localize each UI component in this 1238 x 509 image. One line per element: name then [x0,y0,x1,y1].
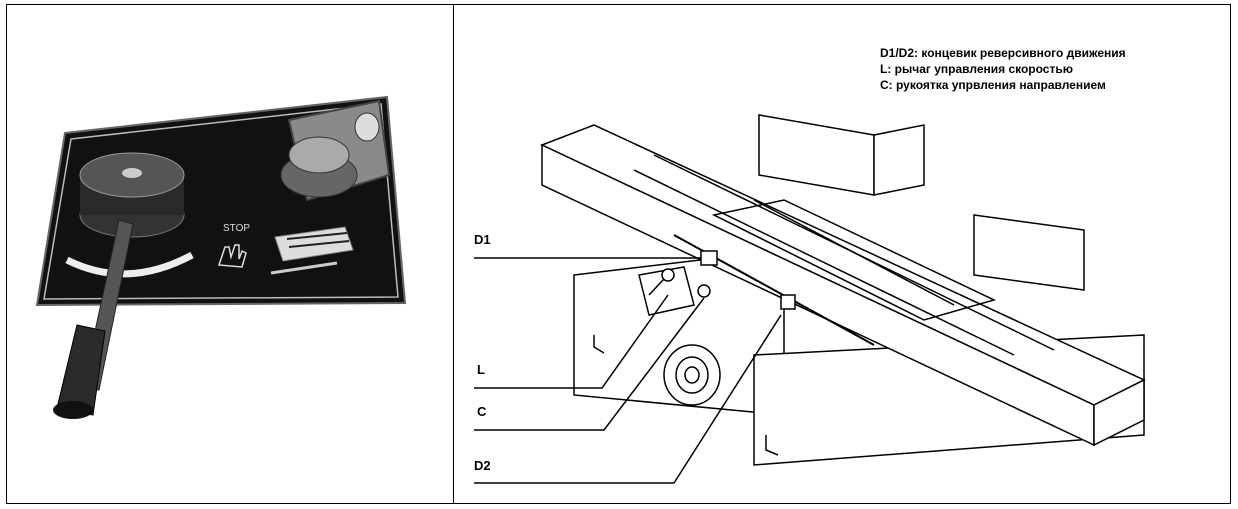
lever-knob [288,136,350,174]
leader-d2 [474,314,782,484]
leader-c [474,297,705,431]
callout-c: C [477,404,487,419]
legend-l: L: рычаг управления скоростью [880,62,1073,76]
arc-scale [65,251,194,278]
control-plate-photo: STOP [7,5,453,503]
lever-pin [354,112,380,142]
control-plate-drawing: STOP [35,95,407,419]
rear-block [973,214,1085,291]
callout-l: L [477,362,485,377]
panel-divider [453,4,454,504]
leader-l [474,294,669,389]
column-block [758,114,875,196]
legend-c: C: рукоятка упрвления направлением [880,78,1106,92]
grip-end [53,401,93,419]
figure-frame [6,4,1231,504]
callout-d2: D2 [474,458,491,473]
speed-arrow [270,261,338,275]
dog-d2 [780,294,796,310]
plate-border [43,103,399,300]
workpiece [711,199,997,321]
foot [593,335,605,354]
wheel-hub [122,168,142,178]
stop-label: STOP [223,223,250,234]
crank-grip [56,324,106,416]
direction-knob [697,284,711,298]
table-diagram [454,5,1230,503]
callout-d1: D1 [474,232,491,247]
dog-d1 [700,250,718,266]
handwheel [663,344,721,406]
speed-lever [661,268,675,282]
table-end [1093,378,1145,447]
hand-icon [217,244,247,268]
table-drawing [474,114,1146,484]
legend-d1-d2: D1/D2: концевик реверсивного движения [880,46,1126,60]
